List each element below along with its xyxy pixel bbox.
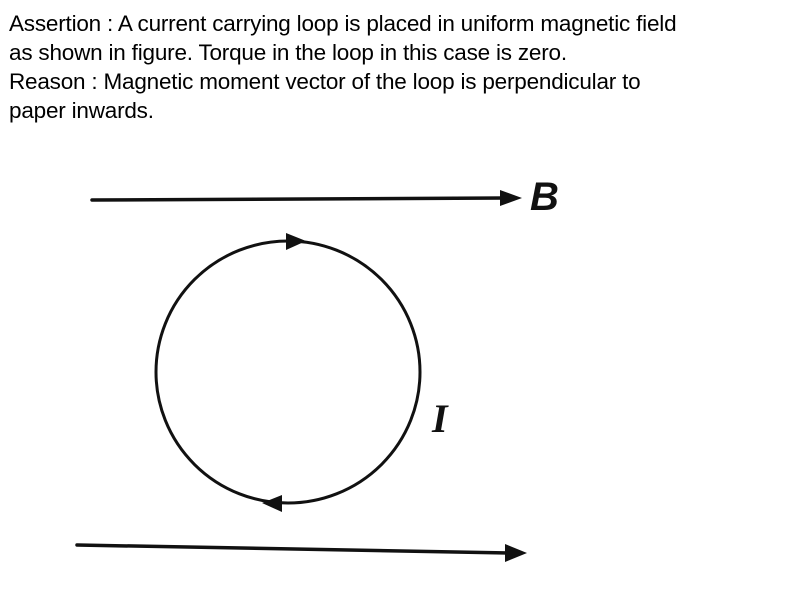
field-label-B: B xyxy=(530,175,559,219)
current-loop xyxy=(154,233,422,512)
field-line-bottom xyxy=(75,543,527,562)
arrowhead-right-icon xyxy=(500,190,522,206)
reason-line-1: Reason : Magnetic moment vector of the l… xyxy=(9,69,641,94)
assertion-line-2: as shown in figure. Torque in the loop i… xyxy=(9,40,567,65)
current-label-I: I xyxy=(431,396,449,441)
field-line-top xyxy=(90,190,522,206)
question-text: Assertion : A current carrying loop is p… xyxy=(9,9,799,125)
current-arrow-top-icon xyxy=(286,233,306,250)
assertion-line-1: Assertion : A current carrying loop is p… xyxy=(9,11,677,36)
reason-line-2: paper inwards. xyxy=(9,98,154,123)
current-arrow-bottom-icon xyxy=(262,495,282,512)
arrowhead-right-icon xyxy=(505,544,527,562)
